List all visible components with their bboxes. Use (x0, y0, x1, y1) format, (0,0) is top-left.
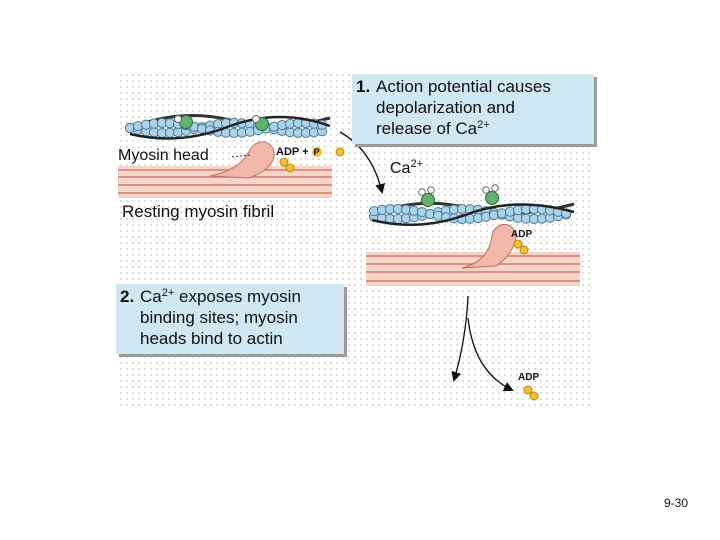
adp-text: ADP (276, 146, 300, 158)
step-2-number: 2. (120, 287, 135, 306)
calcium-charge: 2+ (410, 158, 423, 170)
troponin-complex-icon (174, 115, 269, 131)
calcium-release-arrow (339, 131, 386, 194)
adp-label-resting: ADP + P (276, 146, 322, 158)
activated-actin-filament (368, 201, 575, 227)
resting-myosin-thick-filament (118, 166, 332, 198)
adp-phosphate-icon (279, 147, 345, 173)
step-1-line-3: release of Ca (376, 119, 478, 138)
bound-myosin-head (461, 223, 516, 269)
plus-text: + (302, 146, 309, 158)
resting-myosin-head (209, 141, 275, 179)
step-1-ion-charge: 2+ (477, 119, 490, 131)
step-1-number: 1. (356, 77, 371, 96)
step-1-callout: 1. Action potential causes depolarization… (352, 74, 594, 144)
step-2-line-3: heads bind to actin (140, 329, 283, 348)
resting-actin-filament (124, 114, 331, 140)
adp-release-arrow (467, 317, 514, 392)
step-2-callout: 2. Ca2+ exposes myosin binding sites; myo… (116, 284, 344, 354)
step-2-ion-charge: 2+ (161, 287, 175, 299)
step-1-line-2: depolarization and (376, 98, 515, 117)
released-adp-icon (523, 385, 539, 401)
step-2-line-2: binding sites; myosin (140, 308, 298, 327)
calcium-label: Ca2+ (390, 158, 423, 178)
adp-bound-icon (513, 239, 529, 255)
myosin-head-label: Myosin head (118, 147, 209, 164)
step-2-line-1: exposes myosin (174, 287, 301, 306)
adp-label-released: ADP (518, 372, 540, 383)
power-stroke-arrow (451, 295, 469, 382)
calcium-text: Ca (390, 160, 411, 177)
activated-myosin-thick-filament (366, 252, 580, 286)
step-1-line-1: Action potential causes (376, 77, 551, 96)
slide-number: 9-30 (664, 496, 689, 510)
phosphate-text: P (311, 147, 322, 157)
resting-fibril-label: Resting myosin fibril (122, 202, 275, 221)
troponin-calcium-bound-icon (418, 184, 499, 207)
myosin-head-leader-line (231, 154, 251, 158)
adp-label-bound: ADP (511, 229, 533, 240)
step-2-ion: Ca (140, 287, 162, 306)
